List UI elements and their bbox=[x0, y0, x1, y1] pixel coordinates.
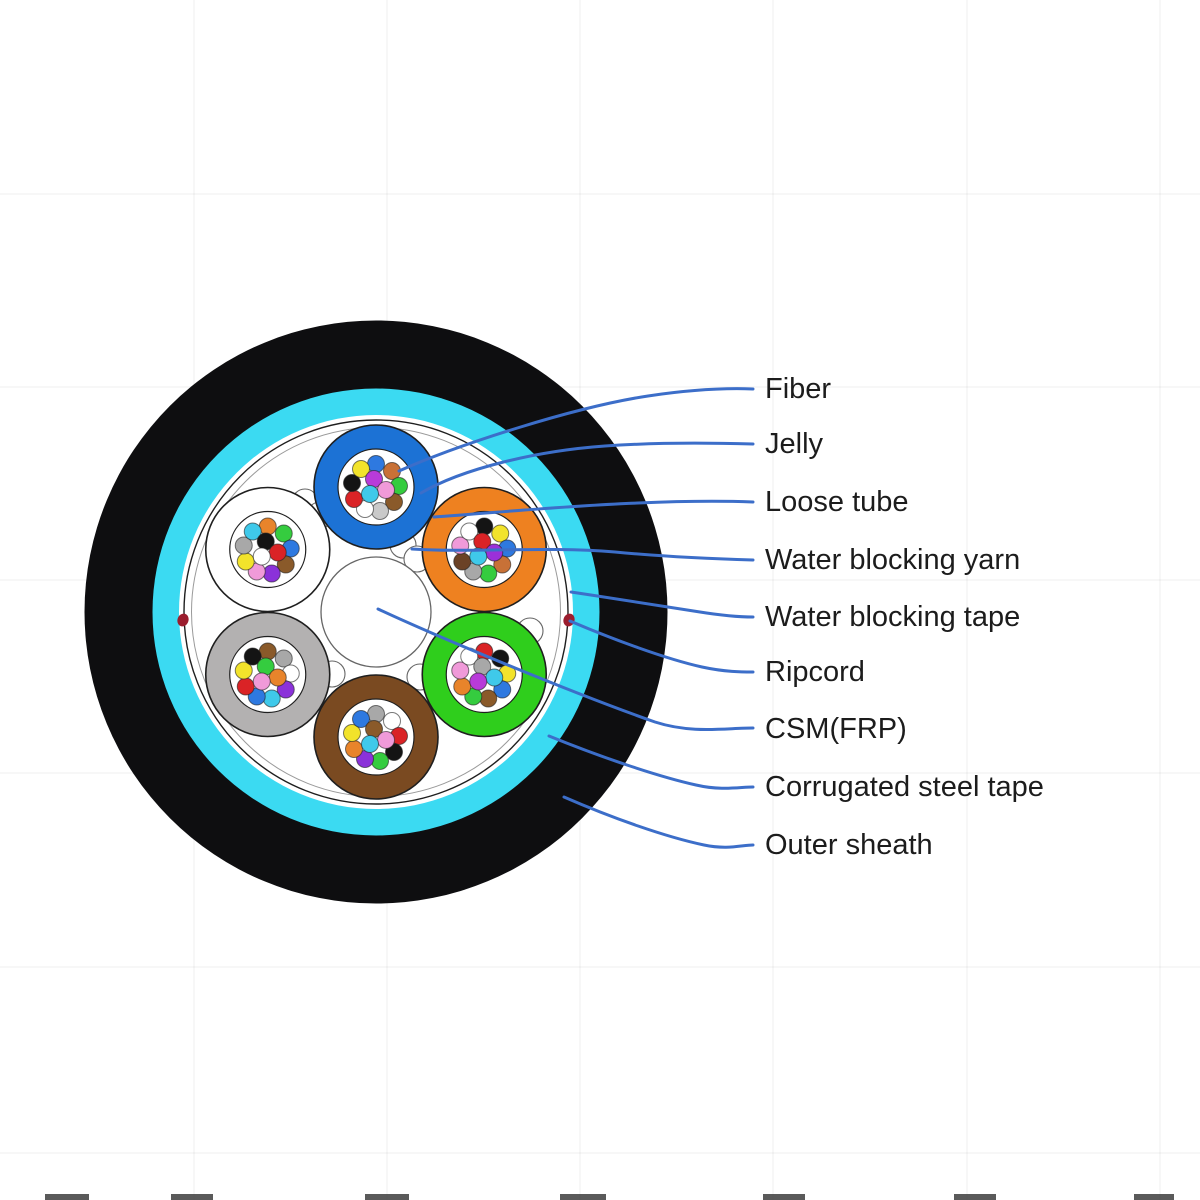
loose-tube-gray bbox=[204, 611, 331, 738]
fiber-dot bbox=[371, 502, 389, 520]
fiber-dot bbox=[262, 564, 281, 583]
fiber-dot bbox=[469, 672, 488, 691]
leader-line bbox=[562, 795, 755, 849]
fiber-dot bbox=[243, 647, 262, 666]
fiber-dot bbox=[236, 677, 255, 696]
leader-line bbox=[569, 590, 755, 619]
fiber-dot bbox=[371, 752, 389, 770]
fiber-dot bbox=[268, 668, 287, 687]
part-label: Jelly bbox=[765, 428, 824, 460]
edge-mark bbox=[1134, 1194, 1174, 1200]
bottom-edge-marks bbox=[45, 1194, 1174, 1200]
fiber-dot bbox=[274, 649, 293, 668]
fiber-dot bbox=[252, 672, 271, 691]
fiber-dot bbox=[451, 661, 470, 680]
fiber-dot bbox=[262, 689, 281, 708]
fiber-dot bbox=[243, 522, 262, 541]
fiber-dot bbox=[352, 460, 370, 478]
fiber-dot bbox=[274, 524, 293, 543]
edge-mark bbox=[954, 1194, 996, 1200]
leader-line bbox=[547, 734, 755, 790]
part-label: Loose tube bbox=[765, 486, 909, 518]
fiber-dot bbox=[234, 661, 253, 680]
edge-mark bbox=[560, 1194, 606, 1200]
fiber-dot bbox=[268, 543, 287, 562]
fiber-dot bbox=[367, 455, 385, 473]
fiber-dot bbox=[491, 524, 510, 543]
fiber-dot bbox=[361, 735, 379, 753]
loose-tube-blue bbox=[313, 424, 439, 550]
loose-tube-white bbox=[204, 486, 331, 613]
fiber-dot bbox=[345, 490, 363, 508]
edge-mark bbox=[45, 1194, 89, 1200]
part-label: Water blocking tape bbox=[765, 601, 1020, 633]
fiber-dot bbox=[453, 677, 472, 696]
part-label: Corrugated steel tape bbox=[765, 771, 1044, 803]
edge-mark bbox=[763, 1194, 805, 1200]
fiber-dot bbox=[258, 642, 277, 661]
fiber-dot bbox=[377, 481, 395, 499]
csm-frp-center bbox=[320, 556, 432, 668]
fiber-dot bbox=[234, 536, 253, 555]
leader-line bbox=[568, 619, 755, 674]
part-label: CSM(FRP) bbox=[765, 713, 907, 745]
leader-line bbox=[432, 499, 755, 519]
fiber-dot bbox=[258, 517, 277, 536]
edge-mark bbox=[365, 1194, 409, 1200]
loose-tube-brown bbox=[313, 674, 439, 800]
fiber-dot bbox=[252, 547, 271, 566]
fiber-dot bbox=[236, 552, 255, 571]
fiber-dot bbox=[485, 668, 504, 687]
fiber-dot bbox=[377, 731, 395, 749]
fiber-dot bbox=[485, 543, 504, 562]
fiber-dot bbox=[345, 740, 363, 758]
part-label: Ripcord bbox=[765, 656, 865, 688]
fiber-dot bbox=[367, 705, 385, 723]
leader-line bbox=[376, 607, 755, 731]
fiber-dot bbox=[479, 564, 498, 583]
leader-lines bbox=[376, 387, 755, 849]
fiber-dot bbox=[383, 712, 401, 730]
leader-line bbox=[410, 547, 755, 562]
fiber-dot bbox=[361, 485, 379, 503]
leader-line bbox=[419, 441, 755, 495]
part-label: Outer sheath bbox=[765, 829, 933, 861]
fiber-dot bbox=[343, 474, 361, 492]
part-label: Water blocking yarn bbox=[765, 544, 1020, 576]
fiber-dot bbox=[453, 552, 472, 571]
edge-mark bbox=[171, 1194, 213, 1200]
ripcord-dot bbox=[177, 613, 189, 627]
fiber-dot bbox=[479, 689, 498, 708]
tape-wrap-line bbox=[183, 419, 569, 805]
part-label: Fiber bbox=[765, 373, 831, 405]
fiber-dot bbox=[469, 547, 488, 566]
fiber-dot bbox=[475, 517, 494, 536]
fiber-dot bbox=[352, 710, 370, 728]
leader-line bbox=[397, 387, 755, 473]
fiber-dot bbox=[343, 724, 361, 742]
fiber-dot bbox=[460, 522, 479, 541]
